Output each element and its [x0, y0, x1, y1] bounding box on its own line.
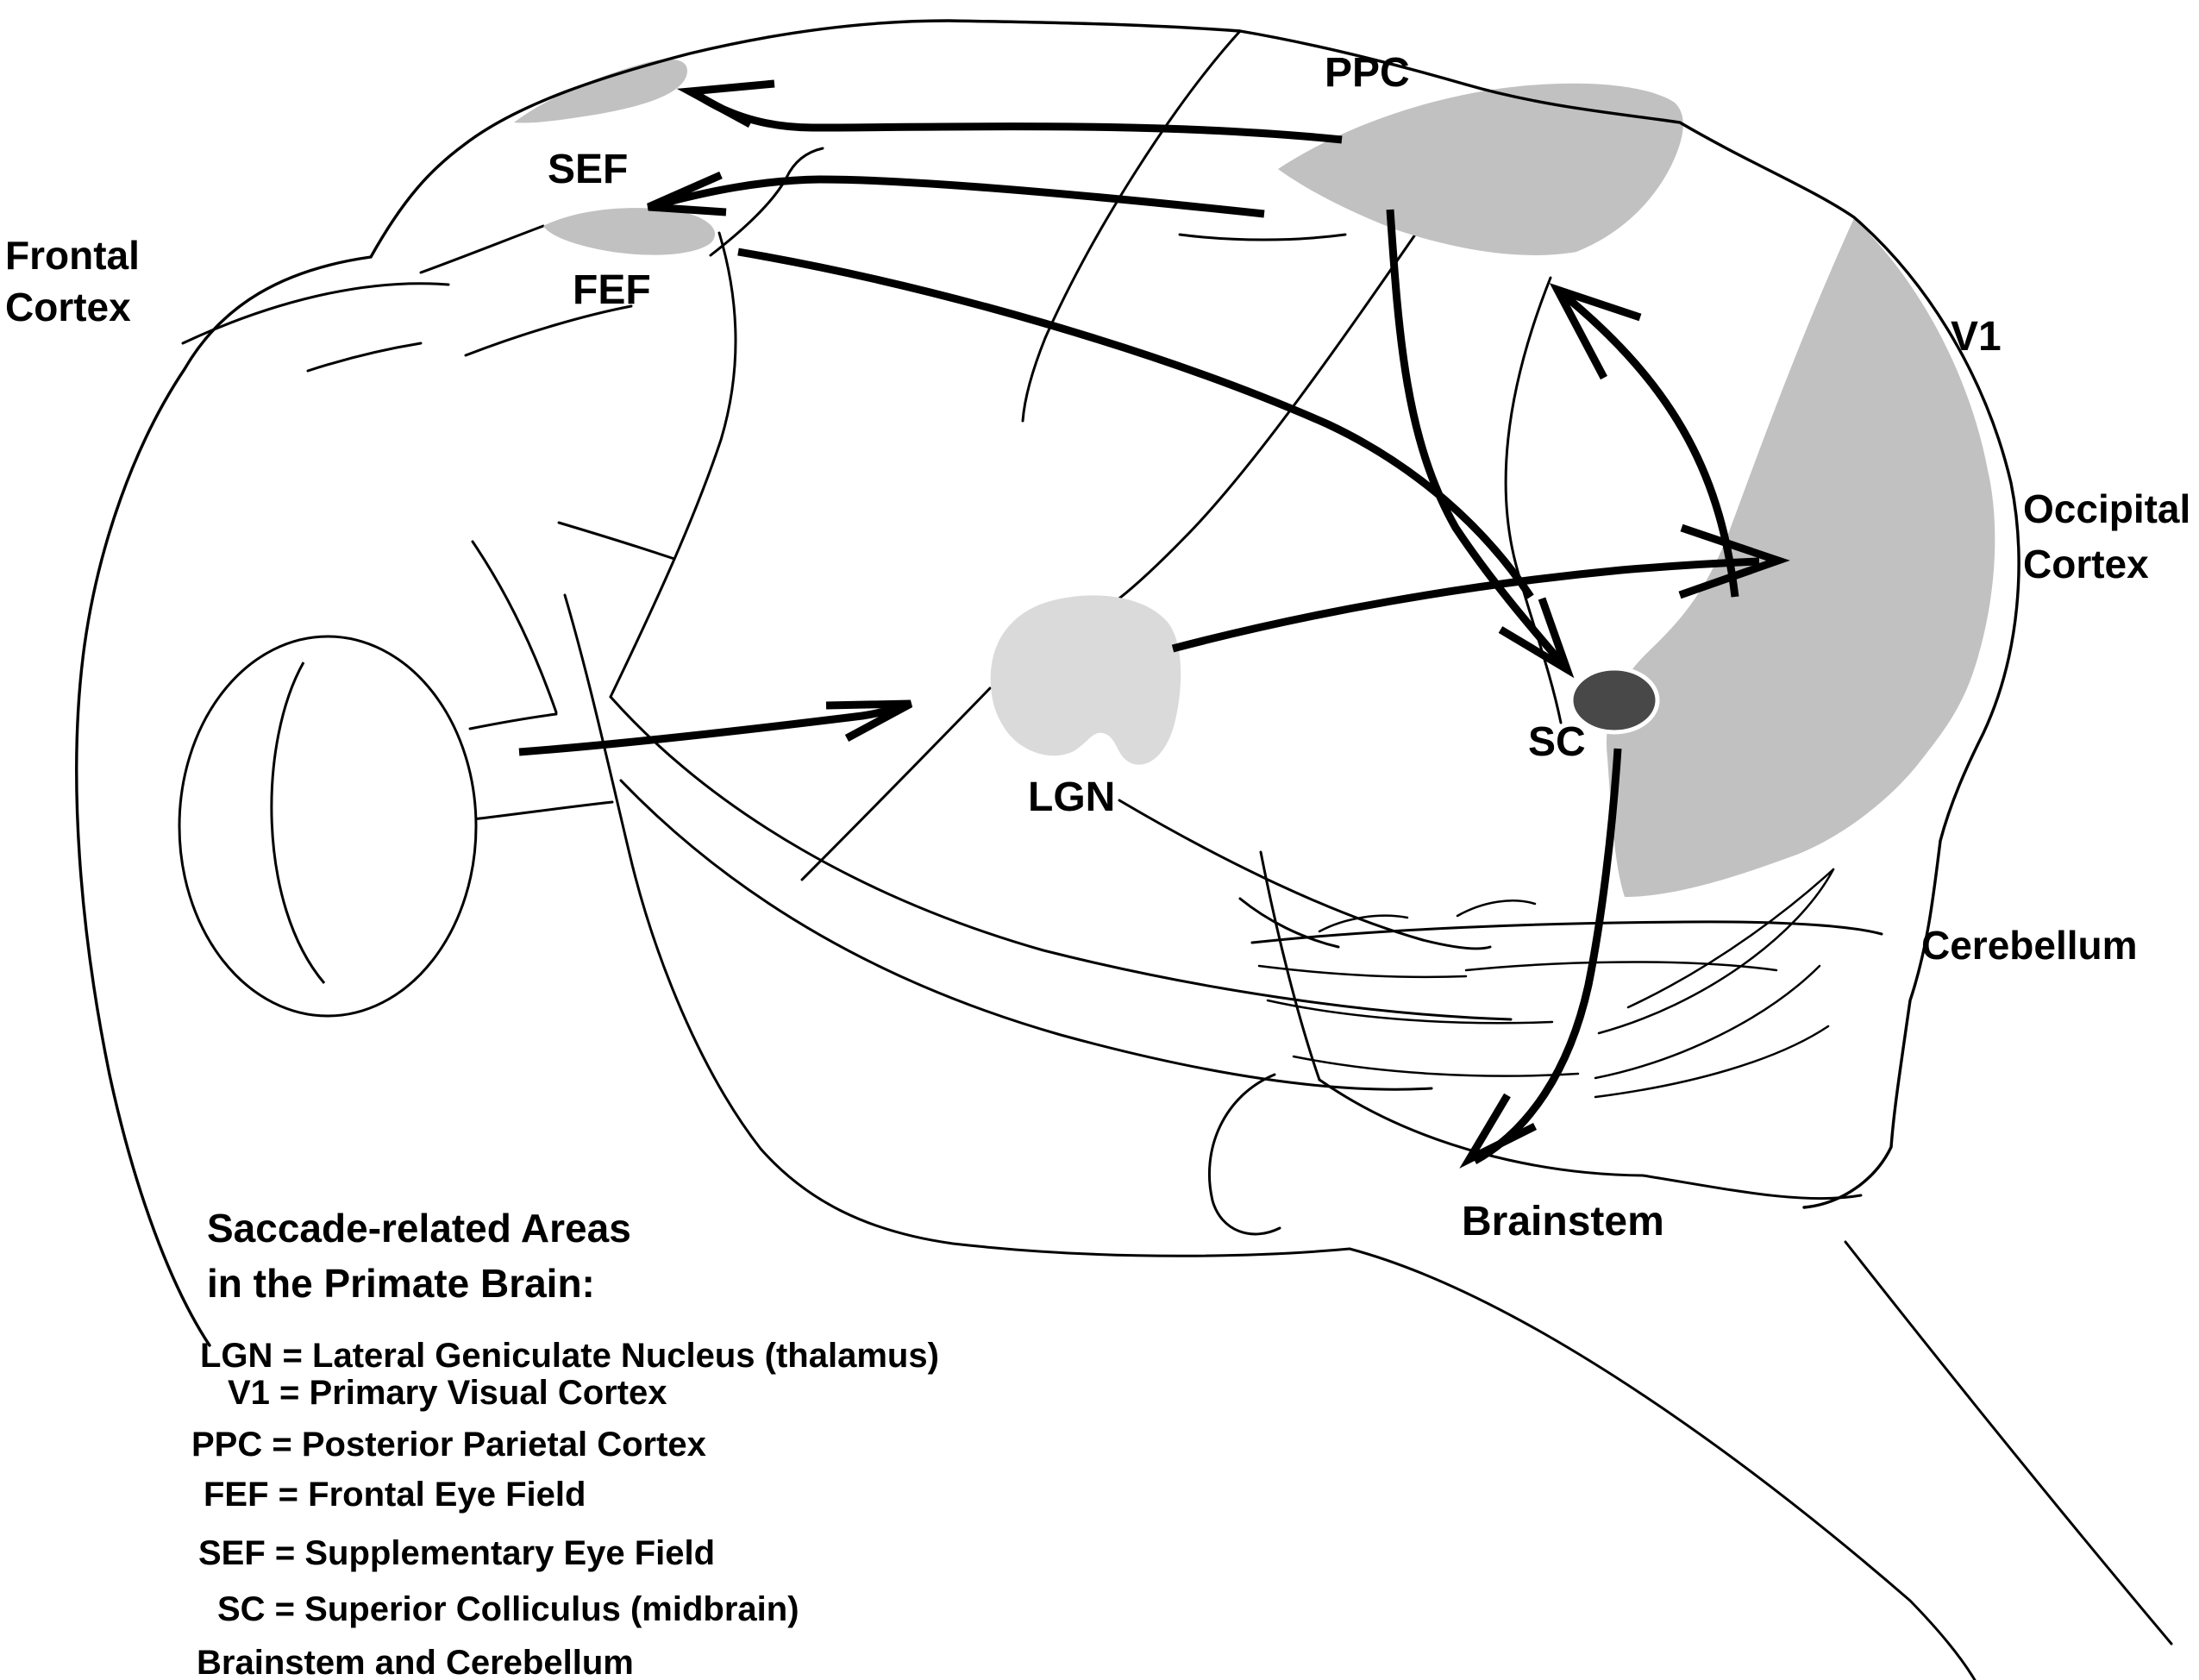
frontal-cortex-label-line1: Frontal	[5, 233, 140, 278]
sc-label: SC	[1528, 719, 1586, 765]
folium-line-3	[1594, 1025, 1830, 1099]
legend-item-fef: FEF = Frontal Eye Field	[204, 1476, 586, 1514]
cerebellum-top-line	[1250, 920, 1883, 944]
optic-nerve-lower-line	[471, 800, 614, 821]
ppc-label: PPC	[1325, 50, 1410, 96]
optic-nerve-upper-line	[468, 712, 558, 730]
legend-item-v1: V1 = Primary Visual Cortex	[228, 1374, 667, 1412]
lgn-to-v1-arrow-shaft	[1171, 557, 1760, 653]
v1-to-ppc-arrow-shaft	[1555, 286, 1739, 598]
legend-item-ppc: PPC = Posterior Parietal Cortex	[191, 1426, 706, 1464]
brain-outline	[75, 19, 2020, 1347]
sef-region	[514, 59, 687, 123]
sc-to-brainstem-arrow-shaft	[1472, 748, 1622, 1164]
eye-to-lgn-arrow-shaft	[518, 701, 909, 756]
folium-curl-1	[1456, 900, 1537, 918]
lgn-region	[990, 595, 1181, 765]
fef-to-sc-line	[737, 248, 1534, 599]
flocculus-hook-line	[1208, 1073, 1281, 1236]
v1-to-ppc-arrowhead	[1549, 283, 1642, 380]
legend-item-brainstem: Brainstem and Cerebellum	[197, 1644, 634, 1680]
temporal-medulla-outline	[563, 593, 1977, 1680]
orbital-frontal-edge-line	[471, 540, 558, 714]
intraparietal-sulcus-line	[1178, 233, 1347, 241]
lgn-to-v1-arrowhead	[1678, 523, 1790, 599]
eye-to-lgn-arrowhead	[825, 699, 913, 742]
central-sulcus-line	[1021, 29, 1242, 423]
occipital-cortex-label-line2: Cortex	[2023, 542, 2149, 586]
ppc-to-fef-arrowhead	[647, 171, 727, 216]
ppc-to-sc-arrowhead	[1498, 597, 1575, 679]
legend-item-lgn: LGN = Lateral Geniculate Nucleus (thalam…	[200, 1337, 939, 1375]
legend-title-line2: in the Primate Brain:	[207, 1261, 595, 1306]
legend-item-sef: SEF = Supplementary Eye Field	[198, 1534, 715, 1572]
pathway-arrows	[518, 79, 1790, 1169]
inferior-frontal-short-line	[557, 521, 676, 561]
sef-label: SEF	[548, 147, 628, 192]
region-labels: Frontal Cortex SEF FEF PPC V1 Occipital …	[5, 50, 2190, 1244]
v1-region	[1607, 218, 1995, 897]
inferior-frontal-sulcus-line	[464, 304, 633, 357]
ppc-region	[1278, 83, 1683, 255]
ppc-to-sc-arrow-shaft	[1386, 209, 1566, 667]
eye-lens-arc	[270, 661, 326, 984]
frontal-cortex-label-line2: Cortex	[5, 285, 131, 329]
pons-cerebellum-bottom-line	[1318, 1078, 1863, 1200]
medulla-neck-line	[1844, 1240, 2173, 1646]
ppc-to-sef-arrowhead	[676, 79, 775, 128]
precentral-sylvian-line	[609, 231, 1513, 1021]
frontal-sulcus-to-fef-line	[419, 224, 545, 274]
ppc-to-fef-arrow-shaft	[654, 175, 1265, 218]
folium-line-6	[1257, 964, 1468, 979]
cerebellum-folia	[1257, 868, 1835, 1099]
legend: Saccade-related Areas in the Primate Bra…	[191, 1206, 939, 1680]
folium-leaf-upper	[1626, 868, 1835, 1009]
parieto-occipital-sulcus-line	[1504, 276, 1563, 724]
folium-line-1	[1464, 961, 1778, 972]
occipital-cortex-label-line1: Occipital	[2023, 486, 2190, 531]
sub-lgn-arc-line	[1238, 897, 1340, 949]
eye	[178, 635, 478, 1018]
fef-region	[543, 208, 716, 255]
midbrain-left-edge-line	[1259, 850, 1321, 1081]
v1-label: V1	[1951, 314, 2002, 360]
mid-frontal-sulcus-line	[306, 342, 423, 373]
folium-line-4	[1266, 999, 1554, 1025]
legend-item-sc: SC = Superior Colliculus (midbrain)	[217, 1590, 799, 1628]
sc-to-brainstem-arrowhead	[1459, 1093, 1538, 1169]
temporal-parietal-sulcus-line	[1111, 224, 1423, 605]
optic-tract-line	[800, 686, 992, 881]
cerebellum-label: Cerebellum	[1921, 923, 2138, 968]
folium-line-5	[1292, 1055, 1580, 1077]
lgn-label: LGN	[1028, 774, 1115, 820]
folium-curl-2	[1318, 914, 1409, 933]
sc-region	[1569, 666, 1660, 735]
fef-label: FEF	[573, 267, 651, 313]
brainstem-label: Brainstem	[1462, 1199, 1664, 1244]
legend-title-line1: Saccade-related Areas	[207, 1206, 631, 1251]
folium-line-2	[1594, 964, 1821, 1080]
